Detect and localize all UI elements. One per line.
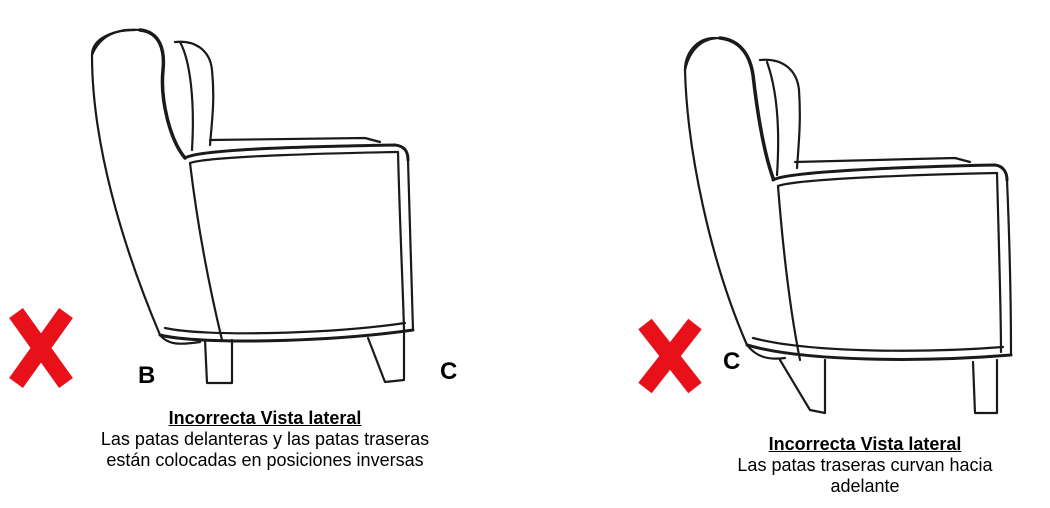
caption-line-1: Las patas delanteras y las patas trasera… [100,429,430,449]
caption-line-2: están colocadas en posiciones inversas [106,450,424,470]
left-caption: Incorrecta Vista lateral Las patas delan… [40,408,490,471]
leg-label-back: C [440,358,458,385]
armchair-side-view-icon [90,28,415,385]
armchair-side-view-icon [683,36,1013,415]
incorrect-x-icon [9,308,73,388]
right-panel: C Incorrecta Vista lateral Las patas tra… [525,0,1050,508]
caption-title: Incorrecta Vista lateral [768,434,962,454]
leg-label-front: C [723,348,741,375]
caption-line-1: Las patas traseras curvan hacia [737,455,993,475]
caption-line-2: adelante [830,476,900,496]
incorrect-x-icon [638,318,702,394]
leg-label-front: B [138,362,156,389]
caption-title: Incorrecta Vista lateral [168,408,362,428]
right-caption: Incorrecta Vista lateral Las patas trase… [695,434,1035,497]
left-panel: B C Incorrecta Vista lateral Las patas d… [9,28,490,471]
